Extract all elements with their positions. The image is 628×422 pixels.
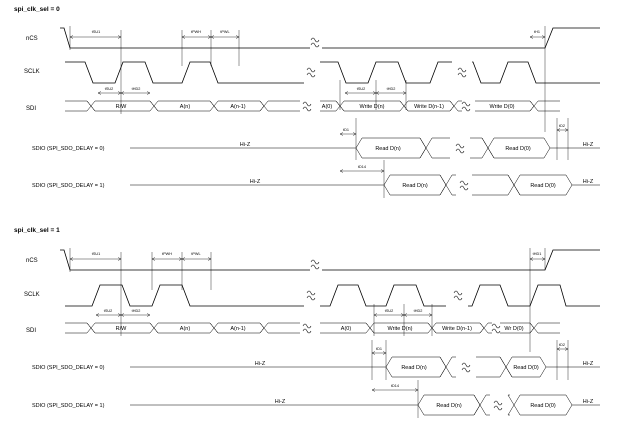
sdio-delay0-hiz: Hi-Z — [240, 142, 251, 148]
timing-label-sdi-hold-2: tHD2 — [414, 309, 423, 313]
timing-label-ncs-hold: tHD1 — [533, 252, 542, 256]
timing-arrows — [69, 35, 569, 173]
timing-arrows — [69, 257, 569, 392]
sdi-field-rw: R/W — [116, 104, 128, 110]
timing-label-sclk-high: tPWH — [191, 30, 201, 34]
sdi-field-write-dn: Write D(n) — [388, 326, 413, 332]
section-title: spi_clk_sel = 1 — [14, 227, 60, 234]
sdi-field-an: A(n) — [180, 326, 191, 332]
sclk-waveform — [65, 61, 600, 84]
timing-label-sclk-low: tPWL — [220, 30, 229, 34]
timing-label-sdi-setup-1: tSU2 — [105, 87, 113, 91]
timing-label-sdi-setup-2: tSU2 — [357, 87, 365, 91]
sdi-field-an-1: A(n-1) — [230, 326, 245, 332]
sdi-field-write-d0: Wr D(0) — [504, 326, 523, 332]
timing-reference-lines — [69, 248, 569, 418]
sdi-field-write-d0: Write D(0) — [490, 104, 515, 110]
sdio-delay1-read-dn: Read D(n) — [436, 403, 462, 409]
timing-label-out-disable: tD2 — [559, 124, 565, 128]
timing-label-sdi-hold-1: tHD2 — [132, 87, 141, 91]
timing-label-sdi-hold-2: tHD2 — [387, 87, 396, 91]
sdio-delay1-hiz: Hi-Z — [250, 179, 261, 185]
sdi-field-an-1: A(n-1) — [230, 104, 245, 110]
sdio-delay0-hiz-end: Hi-Z — [583, 361, 594, 367]
signal-label-sdio-delay1: SDIO (SPI_SDO_DELAY = 1) — [32, 403, 105, 409]
sdi-field-write-dn-1: Write D(n-1) — [442, 326, 472, 332]
sdio-delay1-read-d0: Read D(0) — [530, 403, 556, 409]
signal-label-sclk: SCLK — [24, 292, 40, 298]
sdio-delay0-read-dn: Read D(n) — [375, 146, 401, 152]
signal-label-sdi: SDI — [26, 106, 36, 112]
sdio-delay0-bus — [130, 137, 600, 159]
ncs-waveform — [60, 27, 600, 49]
timing-label-sdi-setup-2: tSU2 — [385, 309, 393, 313]
sdi-bus — [65, 100, 560, 112]
sdio-delay1-hiz-end: Hi-Z — [583, 179, 594, 185]
timing-label-sclk-high: tPWH — [162, 252, 172, 256]
signal-label-sdio-delay0: SDIO (SPI_SDO_DELAY = 0) — [32, 146, 105, 152]
waveform-break-marks — [302, 259, 503, 411]
timing-label-out-disable: tD2 — [559, 343, 565, 347]
signal-label-ncs: nCS — [26, 258, 38, 264]
sdi-field-write-dn: Write D(n) — [360, 104, 385, 110]
timing-label-ncs-setup: tSU1 — [92, 30, 100, 34]
signal-label-sdio-delay0: SDIO (SPI_SDO_DELAY = 0) — [32, 365, 105, 371]
signal-label-ncs: nCS — [26, 36, 38, 42]
sdio-delay0-read-dn: Read D(n) — [401, 365, 427, 371]
sdio-delay1-bus — [130, 174, 600, 196]
sdio-delay0-read-d0: Read D(0) — [505, 146, 531, 152]
ncs-waveform — [60, 249, 600, 271]
sdio-delay1-hiz: Hi-Z — [275, 399, 286, 405]
waveform-break-marks — [302, 37, 471, 191]
timing-label-ncs-hold: tH1 — [534, 30, 540, 34]
timing-label-out-delay-0: tD1 — [343, 128, 349, 132]
sdio-delay1-read-dn: Read D(n) — [402, 183, 428, 189]
sdio-delay0-hiz-end: Hi-Z — [583, 142, 594, 148]
timing-label-out-delay-1: tD14 — [391, 384, 399, 388]
sdio-delay0-bus — [130, 356, 600, 378]
timing-label-sclk-low: tPWL — [191, 252, 200, 256]
sdio-delay1-read-d0: Read D(0) — [530, 183, 556, 189]
signal-label-sdio-delay1: SDIO (SPI_SDO_DELAY = 1) — [32, 183, 105, 189]
section-title: spi_clk_sel = 0 — [14, 6, 60, 13]
timing-reference-lines — [69, 26, 569, 198]
sdio-delay0-hiz: Hi-Z — [255, 361, 266, 367]
timing-label-out-delay-1: tD14 — [358, 165, 366, 169]
sdi-field-write-dn-1: Write D(n-1) — [414, 104, 444, 110]
timing-label-sdi-setup-1: tSU2 — [104, 309, 112, 313]
signal-label-sclk: SCLK — [24, 69, 40, 75]
sdio-delay1-bus — [130, 394, 600, 416]
sdio-delay0-read-d0: Read D(0) — [513, 365, 539, 371]
sclk-waveform — [65, 284, 600, 307]
section-clk-sel-0: spi_clk_sel = 0 nCS SCLK SDI SDIO (SPI_S… — [14, 6, 600, 198]
timing-label-sdi-hold-1: tHD2 — [132, 309, 141, 313]
sdi-field-rw: R/W — [116, 326, 128, 332]
timing-label-ncs-setup: tSU1 — [92, 252, 100, 256]
sdi-field-an: A(n) — [180, 104, 191, 110]
section-clk-sel-1: spi_clk_sel = 1 nCS SCLK SDI SDIO (SPI_S… — [14, 227, 600, 418]
sdio-delay1-hiz-end: Hi-Z — [583, 399, 594, 405]
sdi-bus — [65, 322, 560, 334]
sdi-field-a0: A(0) — [341, 326, 352, 332]
signal-label-sdi: SDI — [26, 328, 36, 334]
timing-label-out-delay-0: tD1 — [376, 347, 382, 351]
sdi-field-a0: A(0) — [322, 104, 333, 110]
